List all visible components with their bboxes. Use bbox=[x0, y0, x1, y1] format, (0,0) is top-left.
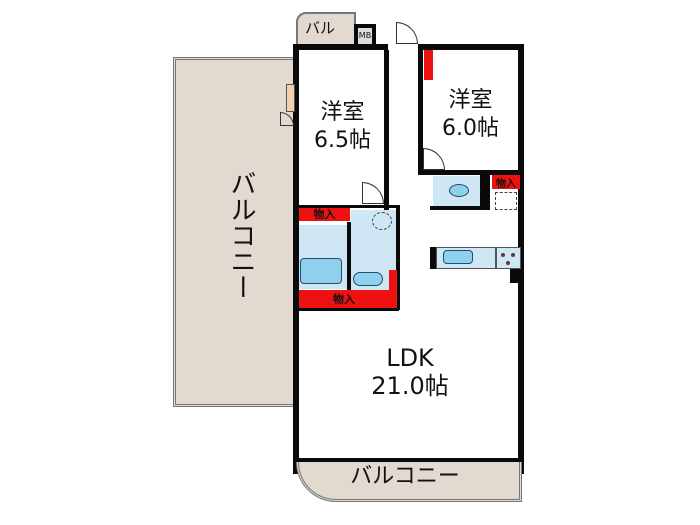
toilet-wall-south bbox=[430, 206, 490, 210]
kitchen-counter-cap bbox=[430, 247, 436, 269]
toilet-icon bbox=[449, 184, 469, 197]
kitchen-sink bbox=[443, 250, 473, 264]
bathtub bbox=[300, 258, 342, 284]
room1-name: 洋室 bbox=[320, 100, 365, 125]
wall-bath-east bbox=[347, 222, 351, 290]
outer-wall-south bbox=[293, 458, 524, 462]
west-balcony bbox=[173, 57, 297, 407]
room2-size: 6.0帖 bbox=[442, 116, 499, 141]
outer-wall-west bbox=[293, 44, 299, 474]
south-balcony bbox=[296, 462, 522, 502]
storage-room1[interactable]: 物入 bbox=[299, 207, 350, 221]
mb-label: MB bbox=[358, 31, 372, 40]
closet-room2[interactable] bbox=[424, 50, 433, 80]
burner-2 bbox=[511, 253, 515, 257]
stove bbox=[496, 247, 521, 269]
ldk-name: LDK bbox=[386, 344, 434, 372]
burner-1 bbox=[501, 253, 505, 257]
small-balcony-label: バル bbox=[305, 19, 336, 37]
room1-size: 6.5帖 bbox=[314, 128, 371, 153]
door-room2[interactable] bbox=[423, 148, 445, 170]
west-balcony-label: バルコニー bbox=[226, 170, 256, 300]
small-balcony bbox=[296, 12, 356, 48]
washer-space-2 bbox=[372, 212, 392, 230]
storage-main[interactable]: 物入 bbox=[299, 290, 389, 308]
toilet-wall-east bbox=[480, 175, 490, 207]
wall-room1-east bbox=[384, 50, 389, 210]
storage-tall[interactable] bbox=[389, 270, 397, 308]
wall-storage-bottom bbox=[299, 308, 399, 311]
ldk-size: 21.0帖 bbox=[371, 372, 449, 400]
outer-wall-north-right bbox=[418, 44, 524, 50]
kitchen-wall-east bbox=[510, 269, 524, 283]
western-room-6-5 bbox=[299, 50, 384, 206]
room2-name: 洋室 bbox=[448, 88, 493, 113]
wall-room2-south bbox=[418, 170, 524, 175]
door-entrance[interactable] bbox=[396, 22, 418, 44]
burner-3 bbox=[506, 261, 510, 265]
wall-storage-top bbox=[299, 205, 399, 208]
south-balcony-label: バルコニー bbox=[350, 464, 460, 489]
wall-room2-west bbox=[418, 50, 423, 175]
outer-wall-north-left bbox=[293, 44, 388, 50]
storage-near-toilet[interactable]: 物入 bbox=[492, 175, 520, 190]
wall-wash-east bbox=[396, 205, 400, 310]
washbasin bbox=[353, 272, 383, 286]
washer-space-1 bbox=[495, 192, 517, 210]
window-west bbox=[286, 84, 295, 112]
outer-wall-east bbox=[518, 44, 524, 474]
